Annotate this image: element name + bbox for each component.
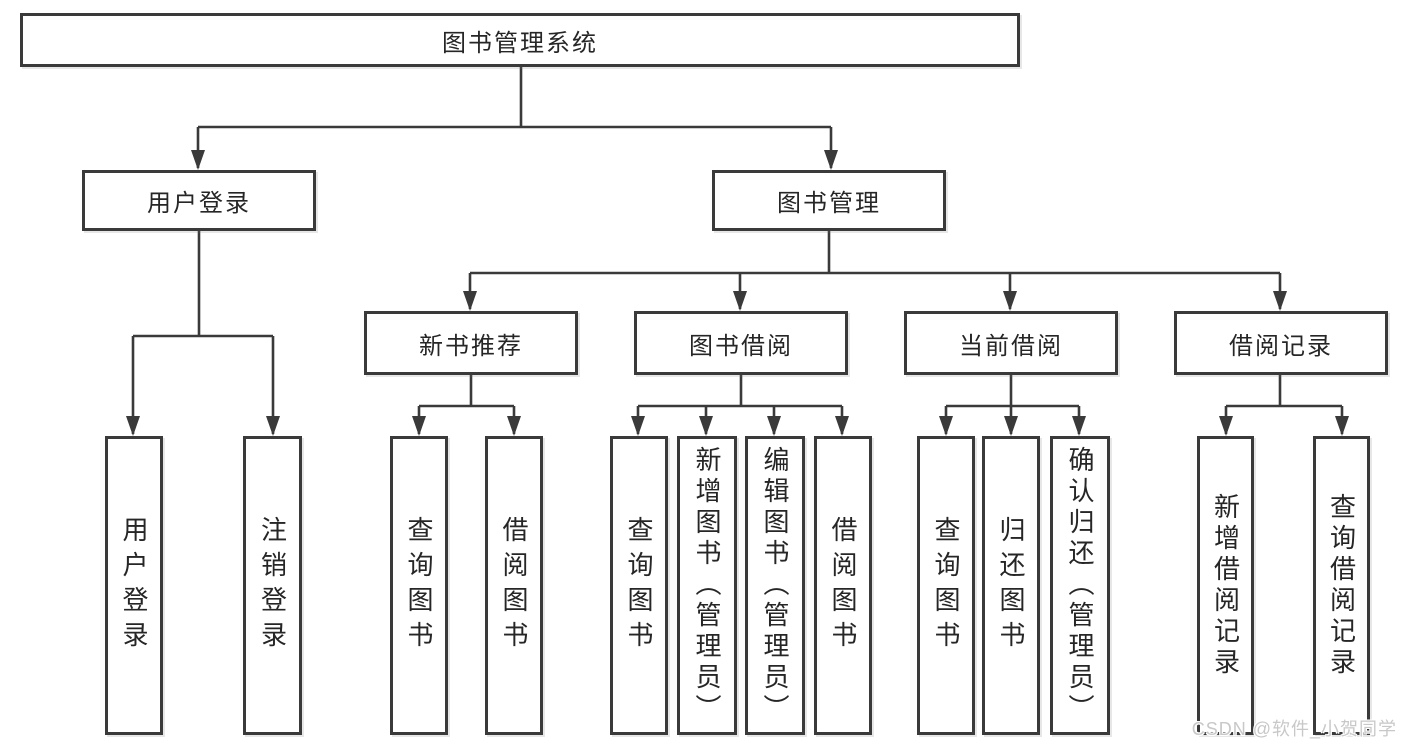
leaf-confirm-return-admin: 确认归还（管理员） [1050,436,1110,735]
leaf-edit-book-admin: 编辑图书（管理员） [745,436,805,735]
node-current-borrowing: 当前借阅 [904,311,1118,375]
node-label: 图书管理系统 [442,29,598,57]
node-label: 借阅记录 [1229,332,1333,360]
node-label: 用户登录 [147,190,251,217]
node-label: 查询图书 [624,515,654,656]
node-label: 图书借阅 [689,332,793,360]
node-label: 编辑图书（管理员） [760,446,790,725]
leaf-query-borrow-record: 查询借阅记录 [1313,436,1370,735]
leaf-return-book: 归还图书 [982,436,1040,735]
leaf-borrow-books: 借阅图书 [485,436,543,735]
node-label: 查询图书 [931,515,961,656]
node-label: 查询借阅记录 [1326,492,1357,679]
node-label: 查询图书 [404,515,434,656]
node-label: 新书推荐 [419,332,523,360]
leaf-add-borrow-record: 新增借阅记录 [1197,436,1254,735]
node-label: 用户登录 [119,515,149,656]
leaf-query-books-3: 查询图书 [917,436,975,735]
leaf-add-book-admin: 新增图书（管理员） [677,436,737,735]
node-user-login: 用户登录 [82,170,316,231]
node-label: 注销登录 [257,515,288,656]
node-label: 新增借阅记录 [1210,492,1241,679]
leaf-query-books-2: 查询图书 [610,436,668,735]
node-library-management-system: 图书管理系统 [20,13,1020,67]
node-label: 借阅图书 [499,515,529,656]
node-book-management: 图书管理 [712,170,946,231]
node-label: 归还图书 [996,515,1026,656]
node-new-book-recommendation: 新书推荐 [364,311,578,375]
leaf-borrow-books-2: 借阅图书 [814,436,872,735]
node-borrowing-records: 借阅记录 [1174,311,1388,375]
leaf-logout: 注销登录 [243,436,302,735]
arrowheads [126,150,1349,436]
node-label: 图书管理 [777,190,881,217]
leaf-user-login: 用户登录 [105,436,163,735]
node-label: 新增图书（管理员） [692,446,722,725]
csdn-watermark: CSDN @软件_小贺同学 [1191,719,1397,739]
leaf-query-books: 查询图书 [390,436,448,735]
node-book-borrowing: 图书借阅 [634,311,848,375]
node-label: 确认归还（管理员） [1065,446,1095,725]
node-label: 借阅图书 [828,515,858,656]
node-label: 当前借阅 [959,332,1063,360]
